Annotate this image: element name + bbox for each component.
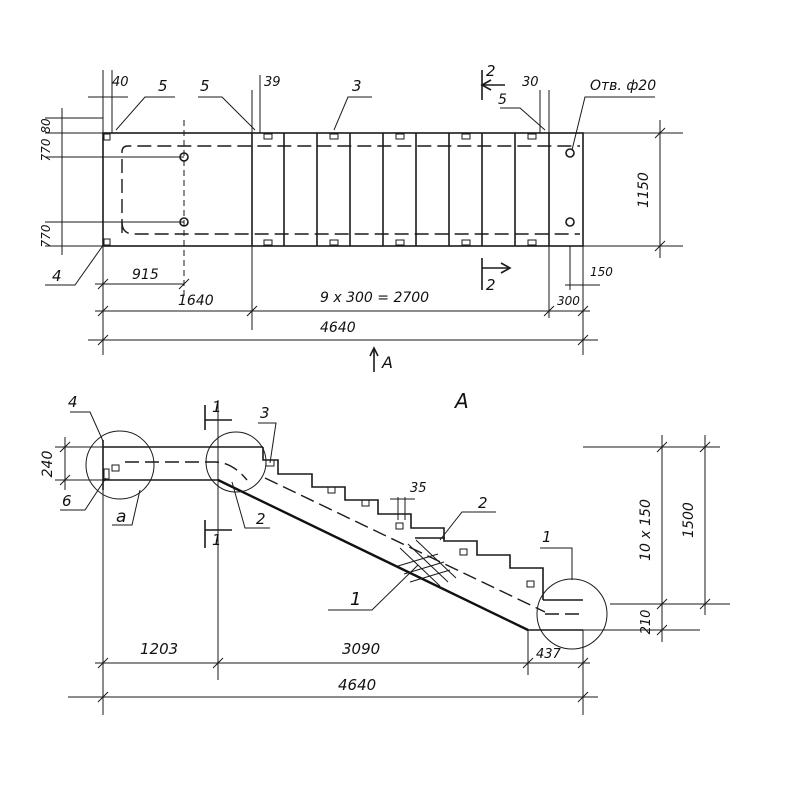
dim-437: 437 (536, 647, 562, 662)
callout-1a: 1 (542, 528, 552, 546)
dim-150: 150 (590, 265, 613, 279)
elevation-title: A (453, 389, 469, 413)
callout-1b: 1 (350, 589, 361, 610)
callout-a: a (116, 507, 126, 527)
section-1-top: 1 (212, 398, 222, 416)
dim-300: 300 (557, 294, 580, 308)
detail-circle-mid (205, 431, 267, 493)
section-2-top: 2 (486, 62, 496, 80)
mesh-detail (397, 537, 457, 587)
dim-915: 915 (132, 267, 159, 283)
dim-39: 39 (264, 75, 281, 90)
dim-30: 30 (522, 75, 539, 90)
view-marker-A: A (381, 353, 393, 372)
leader-5a (115, 96, 175, 131)
dim-40: 40 (112, 75, 129, 90)
dim-3090: 3090 (342, 640, 380, 658)
leader-3 (333, 96, 372, 131)
section-2-bottom: 2 (486, 276, 496, 294)
callout-5c: 5 (498, 92, 507, 108)
landing-hidden-rebar (125, 461, 248, 481)
callout-3-elev: 3 (260, 404, 270, 422)
dim-4640-elev: 4640 (338, 676, 376, 694)
callout-3: 3 (352, 77, 362, 95)
callout-4-elev: 4 (68, 393, 78, 411)
dim-35: 35 (410, 481, 427, 496)
leader-5b (198, 96, 256, 131)
leader-hole (571, 96, 655, 151)
dim-80: 80 (39, 118, 53, 134)
dim-770-bottom: 770 (39, 224, 53, 247)
section-1-bottom: 1 (212, 531, 222, 549)
callout-5a: 5 (158, 77, 168, 95)
dim-9x300: 9 x 300 = 2700 (320, 290, 429, 306)
stair-step-profile (262, 447, 544, 600)
dim-10x150: 10 x 150 (638, 499, 654, 561)
embedded-plates (103, 133, 537, 246)
dim-1640: 1640 (178, 293, 214, 309)
callout-4: 4 (52, 267, 62, 285)
flight-hidden-rebar (264, 477, 546, 613)
hole-label: Отв. ф20 (590, 78, 656, 94)
leader-4 (45, 243, 105, 286)
step-plates (103, 459, 535, 588)
dim-770-top: 770 (39, 138, 53, 161)
plan-view: 1150 80 770 770 40 39 30 5 5 3 5 Отв. ф2… (39, 62, 683, 372)
plan-hidden-rebar-bottom (121, 221, 580, 235)
plan-outline (102, 132, 584, 247)
callout-6: 6 (62, 492, 72, 510)
callout-2a: 2 (256, 510, 266, 528)
dim-210: 210 (639, 610, 654, 635)
dim-1150: 1150 (636, 172, 652, 208)
plan-hidden-rebar-top (121, 145, 580, 233)
dim-1500: 1500 (681, 502, 697, 538)
dim-1203: 1203 (140, 640, 178, 658)
tread-lines (283, 133, 550, 246)
detail-circle-a (85, 430, 155, 500)
elevation-view: A (40, 389, 730, 715)
dim-4640-plan: 4640 (320, 320, 356, 336)
stair-soffit (217, 478, 529, 632)
callout-2b: 2 (478, 494, 488, 512)
dim-240: 240 (40, 451, 56, 478)
callout-5b: 5 (200, 77, 210, 95)
leader-5c (500, 107, 546, 131)
